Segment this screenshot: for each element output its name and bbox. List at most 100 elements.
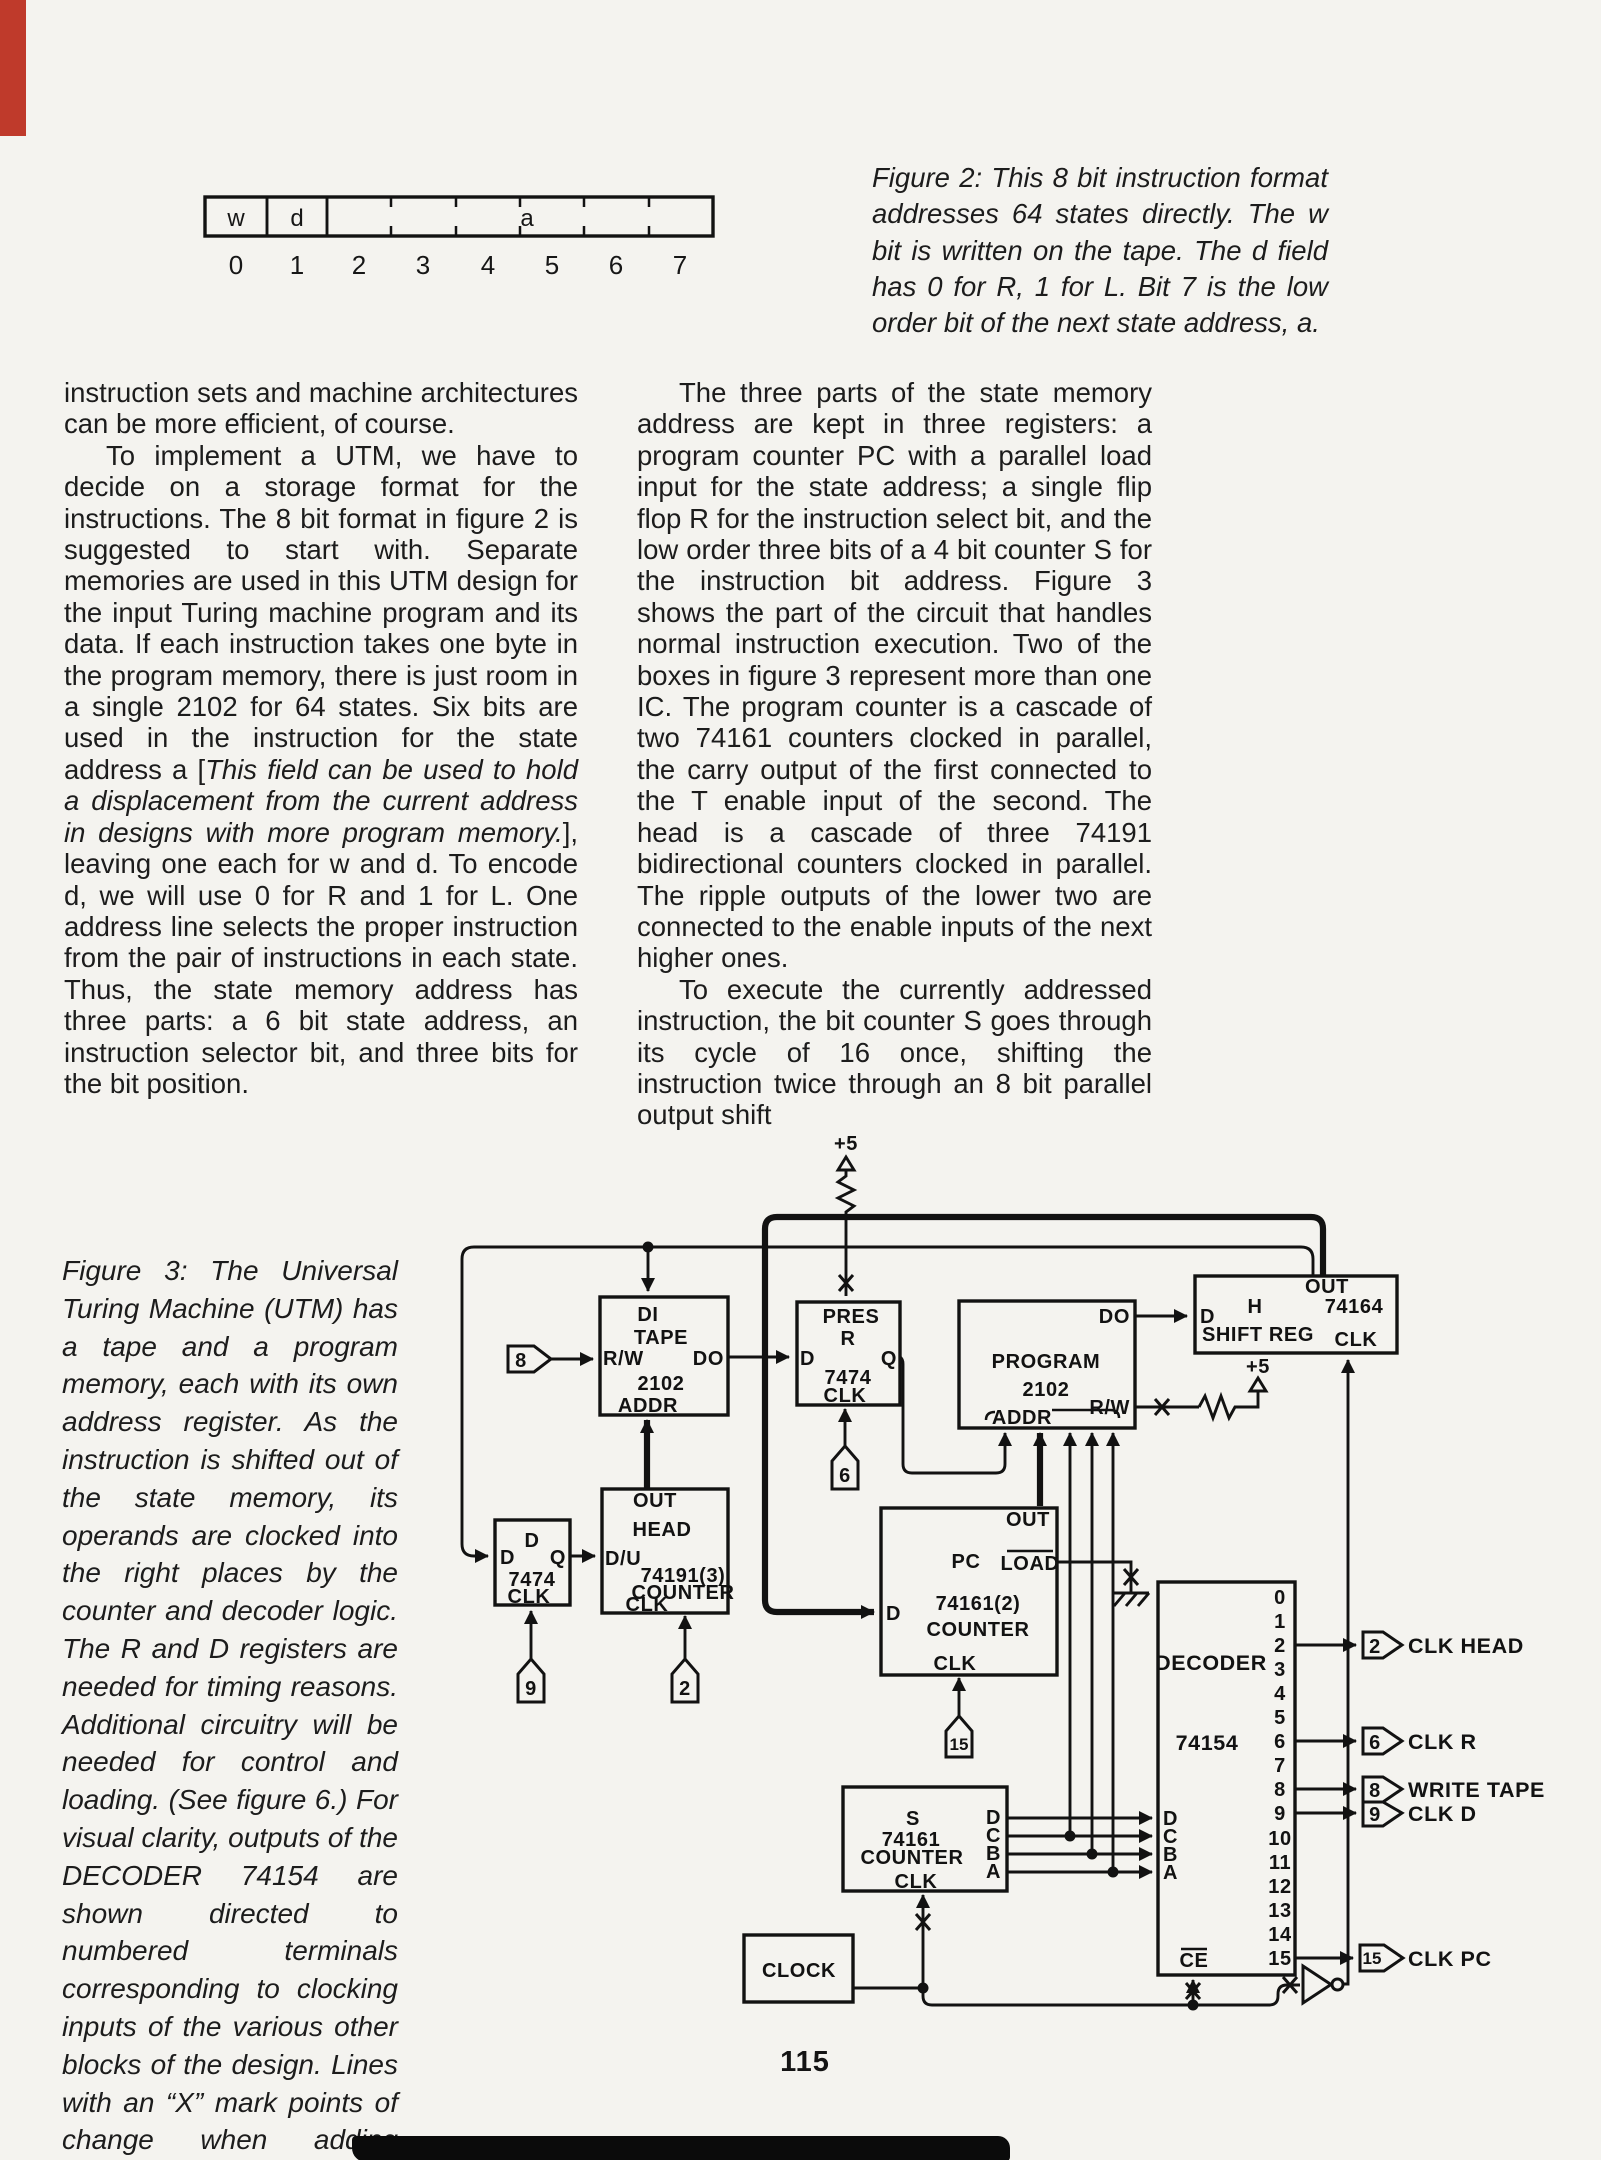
terminal-flag-2-out-label: 2 <box>1369 1636 1381 1658</box>
shift-register-box: OUT H 74164 D SHIFT REG CLK <box>1193 1274 1399 1355</box>
decoder-input-c: C <box>1163 1826 1178 1848</box>
tape-do-label: DO <box>693 1348 724 1370</box>
decoder-output-number: 5 <box>1274 1707 1286 1729</box>
terminal-flag-8-out <box>1361 1775 1405 1804</box>
pc-counter-box: OUT PC LOAD 74161(2) COUNTER CLK D <box>879 1506 1059 1677</box>
rw-pullup-resistor <box>1197 1391 1246 1423</box>
tape-memory-box: DI TAPE R/W DO 2102 ADDR <box>598 1295 730 1417</box>
pc-out-label: OUT <box>1006 1509 1050 1531</box>
decoder-output-number: 1 <box>1274 1611 1286 1633</box>
bit-3: 3 <box>416 250 430 280</box>
inverter-bubble <box>1330 1977 1345 1992</box>
decoder-output-number: 13 <box>1268 1900 1291 1922</box>
wires <box>460 1154 1357 2007</box>
program-rw-label: R/W <box>1089 1397 1130 1419</box>
decoder-output-number: 11 <box>1269 1852 1291 1874</box>
decoder-output-number: 3 <box>1274 1659 1286 1681</box>
terminal-flag-15-in-label: 15 <box>950 1735 969 1754</box>
clock-box: CLOCK <box>742 1933 855 2004</box>
bit-numbers: 0 1 2 3 4 5 6 7 <box>229 250 687 280</box>
bit-2: 2 <box>352 250 366 280</box>
tape-addr-label: ADDR <box>618 1395 678 1417</box>
presr-part-label: 7474 <box>825 1367 872 1389</box>
scounter-part-label: 74161 <box>882 1829 941 1851</box>
presr-pres-label: PRES <box>823 1306 880 1328</box>
clk-r-label: CLK R <box>1408 1730 1477 1754</box>
terminal-flag-8-in <box>506 1344 554 1374</box>
scounter-output-b: B <box>986 1843 1001 1865</box>
tape-name-label: TAPE <box>634 1327 688 1349</box>
terminal-flag-9-in-label: 9 <box>525 1678 537 1700</box>
decoder-output-number: 10 <box>1268 1828 1291 1850</box>
field-w: w <box>226 205 245 232</box>
presr-d-label: D <box>800 1348 815 1370</box>
shiftreg-name-label: SHIFT REG <box>1202 1324 1314 1346</box>
figure3-caption: Figure 3: The Universal Turing Machine (… <box>62 1255 398 2156</box>
decoder-ce-label: CE <box>1180 1950 1209 1972</box>
clk-d-label: CLK D <box>1408 1802 1477 1826</box>
paragraph: To execute the currently addressed instr… <box>637 973 1152 1131</box>
decoder-output-number: 14 <box>1268 1924 1292 1946</box>
terminal-flag-9-in <box>516 1656 546 1704</box>
decoder-output-number: 2 <box>1274 1635 1286 1657</box>
pc-name-label: PC <box>952 1551 981 1573</box>
decoder-part-label: 74154 <box>1176 1731 1239 1755</box>
presr-q-to-program-addr-wire <box>899 1355 1012 1475</box>
program-addr-bracket <box>984 1408 1121 1421</box>
shiftreg-clk-label: CLK <box>1335 1329 1378 1351</box>
inverter-gate <box>1301 1963 1345 2006</box>
decoder-output-number: 4 <box>1274 1683 1286 1705</box>
plus5-symbol-right <box>1247 1375 1269 1393</box>
register-box: w d a <box>203 195 715 238</box>
terminal-flag-8-out-label: 8 <box>1369 1780 1381 1802</box>
clock-name-label: CLOCK <box>762 1960 836 1982</box>
dreg-part-label: 7474 <box>509 1569 556 1591</box>
input-terminal-flags: 8 6 9 2 15 <box>506 1344 974 1759</box>
pc-clk-label: CLK <box>934 1653 977 1675</box>
bit-ticks <box>389 197 651 236</box>
terminal-flag-9-out-label: 9 <box>1369 1804 1381 1826</box>
dreg-q-label: Q <box>550 1547 566 1569</box>
terminal-flag-2-in-label: 2 <box>679 1678 691 1700</box>
plus5-right-label: +5 <box>1246 1356 1270 1378</box>
terminal-flag-8-in-label: 8 <box>515 1350 527 1372</box>
bit-6: 6 <box>609 250 623 280</box>
decoder-name-label: DECODER <box>1155 1651 1267 1675</box>
dreg-flipflop-box: D D Q 7474 CLK <box>493 1518 572 1608</box>
head-du-label: D/U <box>605 1548 641 1570</box>
presr-flipflop-box: PRES R D Q 7474 CLK <box>795 1300 902 1407</box>
s-counter-box: S 74161 COUNTER CLK D C B A <box>841 1785 1009 1893</box>
paragraph: instruction sets and machine architectur… <box>64 377 578 440</box>
terminal-flag-15-out-label: 15 <box>1363 1949 1382 1968</box>
head-part-label: 74191(3) <box>641 1565 726 1587</box>
terminal-flag-15-in <box>944 1713 974 1759</box>
ground-symbol <box>1112 1591 1151 1607</box>
presr-clk-label: CLK <box>824 1385 867 1407</box>
bit-5: 5 <box>545 250 559 280</box>
terminal-flag-6-out <box>1361 1726 1405 1756</box>
terminal-flag-6-in-label: 6 <box>839 1465 851 1487</box>
plus5-symbol-top <box>835 1154 857 1172</box>
scounter-output-a: A <box>986 1861 1001 1883</box>
junction-dots <box>642 1241 1199 2011</box>
decoder-input-d: D <box>1163 1808 1178 1830</box>
page-number: 115 <box>780 2046 830 2078</box>
program-addr-label: ADDR <box>992 1407 1052 1429</box>
scounter-counter-label: COUNTER <box>860 1847 963 1869</box>
head-clk-label: CLK <box>626 1594 669 1616</box>
pc-counter-label: COUNTER <box>926 1619 1029 1641</box>
clk-pc-label: CLK PC <box>1408 1947 1492 1971</box>
terminal-flag-6-in <box>830 1443 860 1491</box>
scounter-output-d: D <box>986 1807 1001 1829</box>
output-terminal-flags: 2 CLK HEAD 6 CLK R 8 WRITE TAPE 9 CLK D … <box>1358 1630 1544 1973</box>
decoder-output-number: 12 <box>1268 1876 1291 1898</box>
shiftreg-h-label: H <box>1247 1296 1262 1318</box>
decoder-output-number: 15 <box>1268 1948 1291 1970</box>
tape-di-label: DI <box>637 1304 658 1326</box>
dreg-title-label: D <box>524 1530 539 1552</box>
decoder-output-number: 0 <box>1274 1587 1286 1609</box>
decoder-box: DECODER 74154 CE D C B A 0 1 2 3 4 5 6 7… <box>1155 1580 1297 1977</box>
shiftreg-out-to-tape-and-dreg-wire <box>460 1245 1315 1563</box>
terminal-flag-2-in <box>670 1656 700 1704</box>
